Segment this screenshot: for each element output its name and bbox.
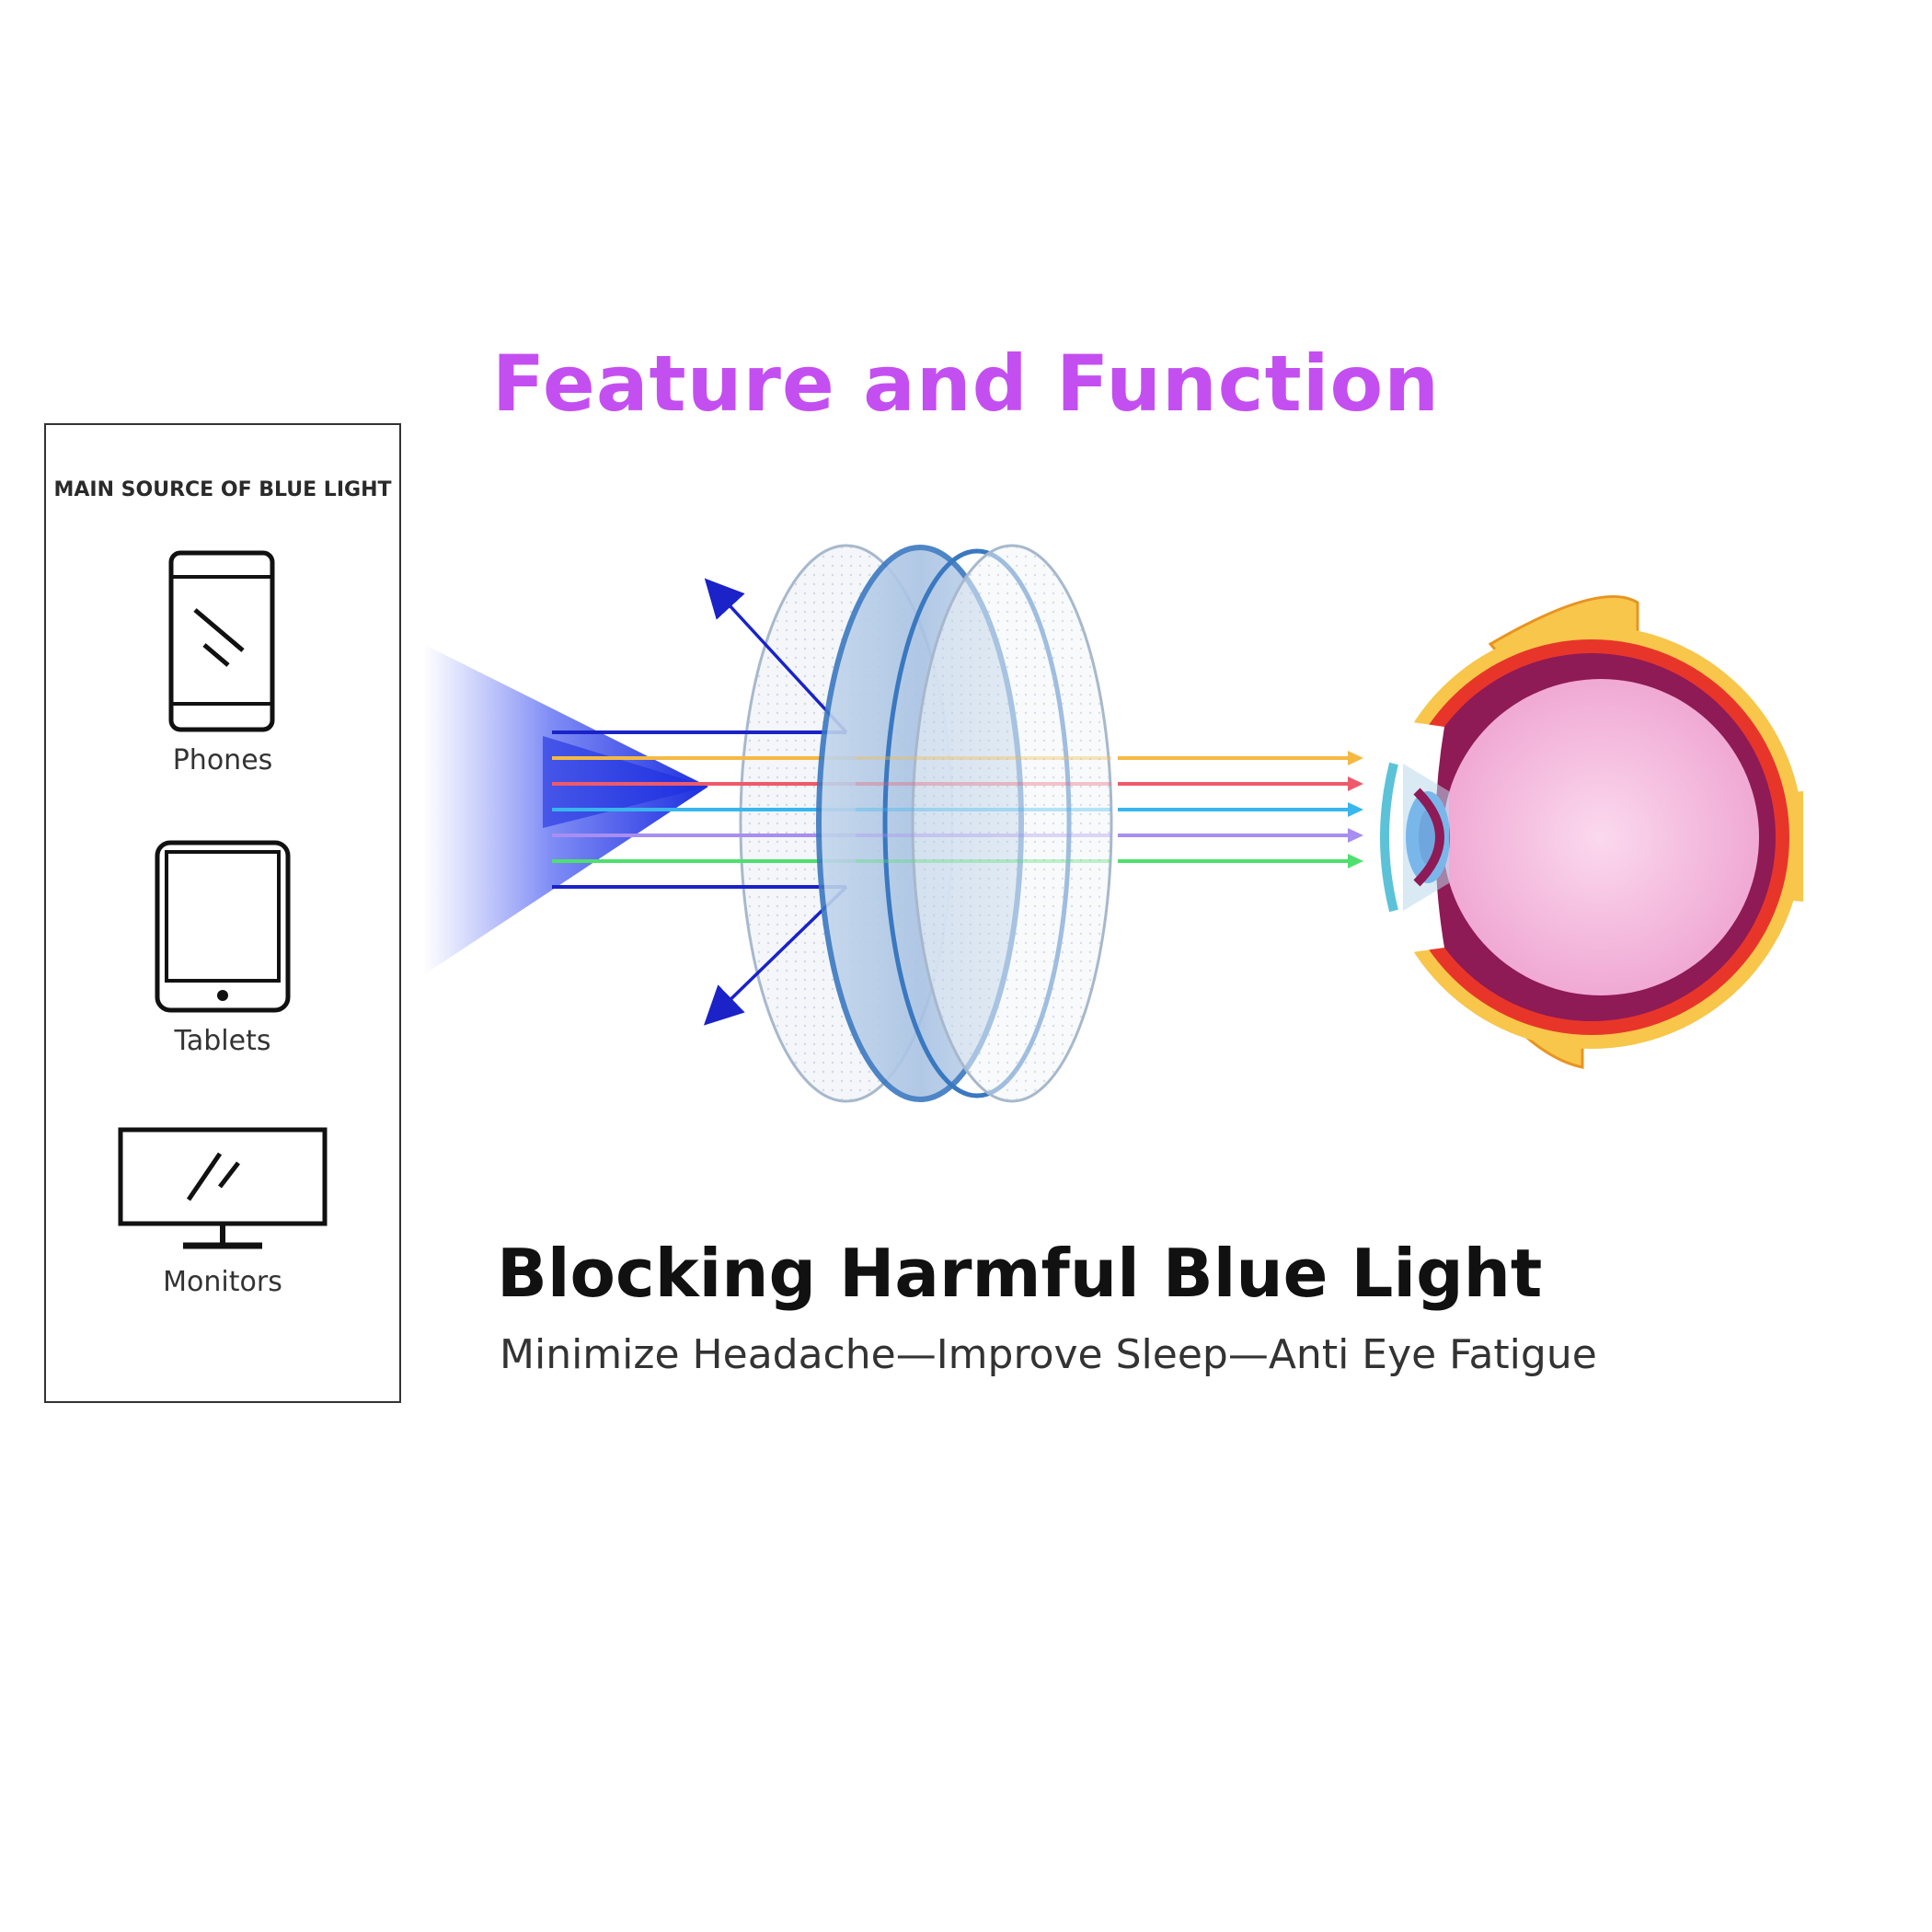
eye-illustration (1371, 594, 1803, 1069)
device-phones: Phones (46, 549, 399, 776)
blue-light-diagram (405, 515, 1822, 1122)
blue-light-source-panel: MAIN SOURCE OF BLUE LIGHT Phones Tablets… (44, 423, 401, 1403)
page-title: Feature and Function (491, 339, 1441, 429)
lens-front (911, 544, 1113, 1103)
device-monitors: Monitors (46, 1126, 399, 1298)
panel-title: MAIN SOURCE OF BLUE LIGHT (53, 478, 392, 501)
headline: Blocking Harmful Blue Light (497, 1235, 1543, 1312)
ray-group-outgoing (1118, 751, 1363, 868)
device-tablets: Tablets (46, 839, 399, 1057)
device-label-tablets: Tablets (174, 1025, 271, 1057)
device-label-phones: Phones (172, 744, 273, 776)
phone-icon (168, 550, 275, 732)
ray-group-through-lens (856, 756, 1111, 863)
ray-group-incoming (552, 730, 856, 889)
subline: Minimize Headache—Improve Sleep—Anti Eye… (500, 1331, 1597, 1378)
device-label-monitors: Monitors (163, 1266, 282, 1298)
monitor-icon (118, 1127, 328, 1249)
tablet-icon (155, 840, 291, 1013)
